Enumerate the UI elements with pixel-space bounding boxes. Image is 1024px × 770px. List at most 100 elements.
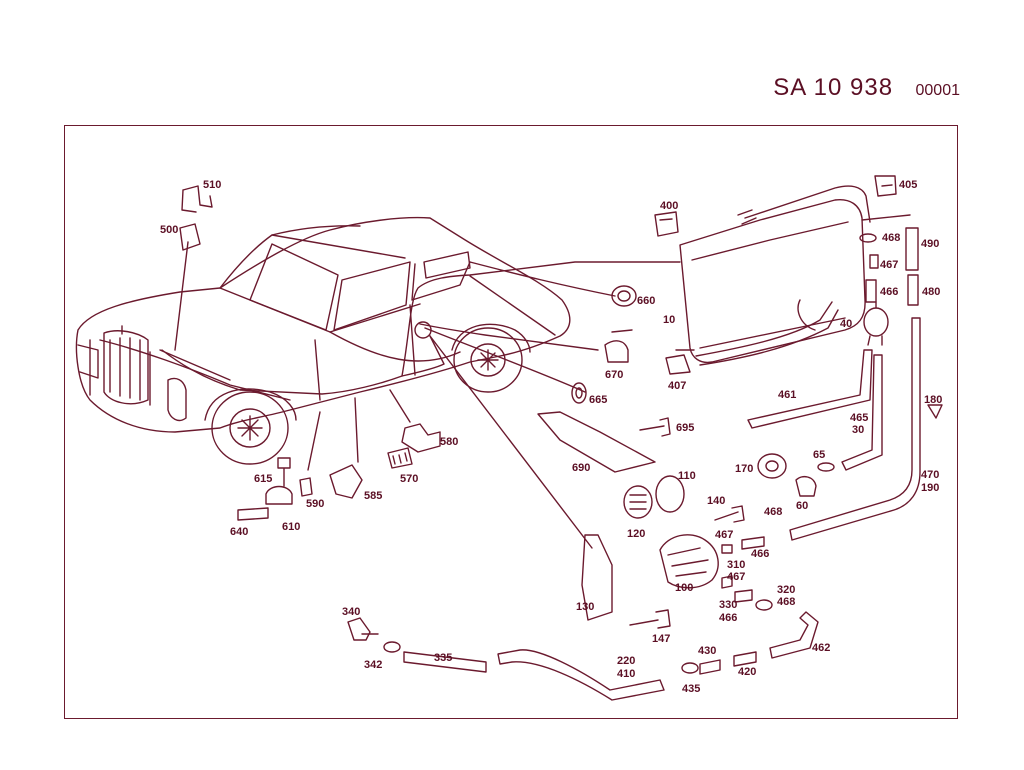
filter-cap-110 bbox=[655, 475, 685, 513]
clip-400 bbox=[654, 211, 679, 237]
hose-335 bbox=[403, 651, 487, 673]
label-461: 461 bbox=[778, 389, 796, 401]
label-190: 190 bbox=[921, 482, 939, 494]
valve-60 bbox=[795, 475, 817, 497]
clamp-468-top bbox=[859, 233, 877, 243]
label-420: 420 bbox=[738, 666, 756, 678]
bracket-500 bbox=[179, 223, 201, 251]
sheet-header: SA 10 938 00001 bbox=[773, 74, 960, 102]
label-462: 462 bbox=[812, 642, 830, 654]
label-335: 335 bbox=[434, 652, 452, 664]
label-405: 405 bbox=[899, 179, 917, 191]
label-430: 430 bbox=[698, 645, 716, 657]
label-110: 110 bbox=[678, 470, 696, 482]
label-130: 130 bbox=[576, 601, 594, 613]
label-670: 670 bbox=[605, 369, 623, 381]
label-140: 140 bbox=[707, 495, 725, 507]
connector-467-low bbox=[734, 589, 753, 603]
clamp-342 bbox=[383, 641, 401, 653]
label-435: 435 bbox=[682, 683, 700, 695]
label-690: 690 bbox=[572, 462, 590, 474]
grommet-665-inner bbox=[575, 387, 583, 399]
label-120: 120 bbox=[627, 528, 645, 540]
screw-695 bbox=[639, 417, 671, 437]
label-60: 60 bbox=[796, 500, 808, 512]
grommet-660-inner bbox=[617, 290, 631, 302]
label-500: 500 bbox=[160, 224, 178, 236]
screw-140 bbox=[714, 505, 745, 523]
label-466-mid: 466 bbox=[751, 548, 769, 560]
sleeve-640 bbox=[237, 507, 269, 521]
clip-407 bbox=[665, 349, 695, 375]
leader-490 bbox=[861, 214, 911, 221]
screw-615 bbox=[277, 457, 291, 487]
label-220: 220 bbox=[617, 655, 635, 667]
label-400: 400 bbox=[660, 200, 678, 212]
label-342: 342 bbox=[364, 659, 382, 671]
label-330: 330 bbox=[719, 599, 737, 611]
sleeve-430 bbox=[699, 659, 721, 675]
label-410: 410 bbox=[617, 668, 635, 680]
label-340: 340 bbox=[342, 606, 360, 618]
damper-170-inner bbox=[765, 460, 779, 472]
label-665: 665 bbox=[589, 394, 607, 406]
label-65: 65 bbox=[813, 449, 825, 461]
valve-40-stems bbox=[867, 301, 883, 346]
bracket-510 bbox=[181, 185, 213, 213]
label-610: 610 bbox=[282, 521, 300, 533]
label-10: 10 bbox=[663, 314, 675, 326]
clip-405 bbox=[874, 175, 897, 197]
screw-147 bbox=[629, 609, 671, 629]
label-466-low: 466 bbox=[719, 612, 737, 624]
filter-120-ribs bbox=[629, 494, 647, 510]
pump-100-detail bbox=[667, 547, 709, 577]
label-640: 640 bbox=[230, 526, 248, 538]
label-585: 585 bbox=[364, 490, 382, 502]
sleeve-466-top bbox=[865, 279, 877, 303]
grommet-660 bbox=[611, 285, 637, 307]
connector-310 bbox=[721, 575, 733, 589]
label-310: 310 bbox=[727, 559, 745, 571]
grommet-665 bbox=[571, 382, 587, 404]
bracket-130 bbox=[581, 534, 613, 621]
sheet-number: 00001 bbox=[915, 82, 961, 99]
diagram-frame bbox=[64, 125, 958, 719]
label-570: 570 bbox=[400, 473, 418, 485]
label-695: 695 bbox=[676, 422, 694, 434]
fitting-340 bbox=[347, 617, 379, 641]
hose-220 bbox=[497, 649, 665, 701]
hose-461 bbox=[747, 349, 873, 429]
label-660: 660 bbox=[637, 295, 655, 307]
label-580: 580 bbox=[440, 436, 458, 448]
label-320: 320 bbox=[777, 584, 795, 596]
hose-470 bbox=[789, 317, 921, 541]
hose-490 bbox=[905, 227, 919, 271]
label-147: 147 bbox=[652, 633, 670, 645]
label-467-top: 467 bbox=[880, 259, 898, 271]
damper-170 bbox=[757, 453, 787, 479]
hose-462 bbox=[769, 611, 819, 659]
label-468-low: 468 bbox=[777, 596, 795, 608]
clip-670 bbox=[604, 329, 633, 363]
label-180: 180 bbox=[924, 394, 942, 406]
label-465: 465 bbox=[850, 412, 868, 424]
vacuum-reservoir-10 bbox=[679, 185, 871, 366]
connector-467-mid bbox=[721, 544, 733, 554]
label-466-top: 466 bbox=[880, 286, 898, 298]
label-468-top: 468 bbox=[882, 232, 900, 244]
vacuum-pump-100 bbox=[659, 534, 719, 589]
part-number-labels: 510 500 400 405 468 490 467 466 480 660 … bbox=[160, 179, 942, 695]
diagram-code: SA 10 938 bbox=[773, 74, 894, 101]
clamp-65 bbox=[817, 462, 835, 472]
label-590: 590 bbox=[306, 498, 324, 510]
hose-465 bbox=[841, 354, 883, 471]
connector-420 bbox=[733, 651, 757, 667]
connector-570 bbox=[387, 447, 413, 469]
label-510: 510 bbox=[203, 179, 221, 191]
car-body bbox=[75, 216, 681, 549]
label-467-mid: 467 bbox=[715, 529, 733, 541]
plug-180 bbox=[927, 404, 943, 419]
bracket-585 bbox=[329, 464, 363, 499]
hose-480 bbox=[907, 274, 919, 306]
